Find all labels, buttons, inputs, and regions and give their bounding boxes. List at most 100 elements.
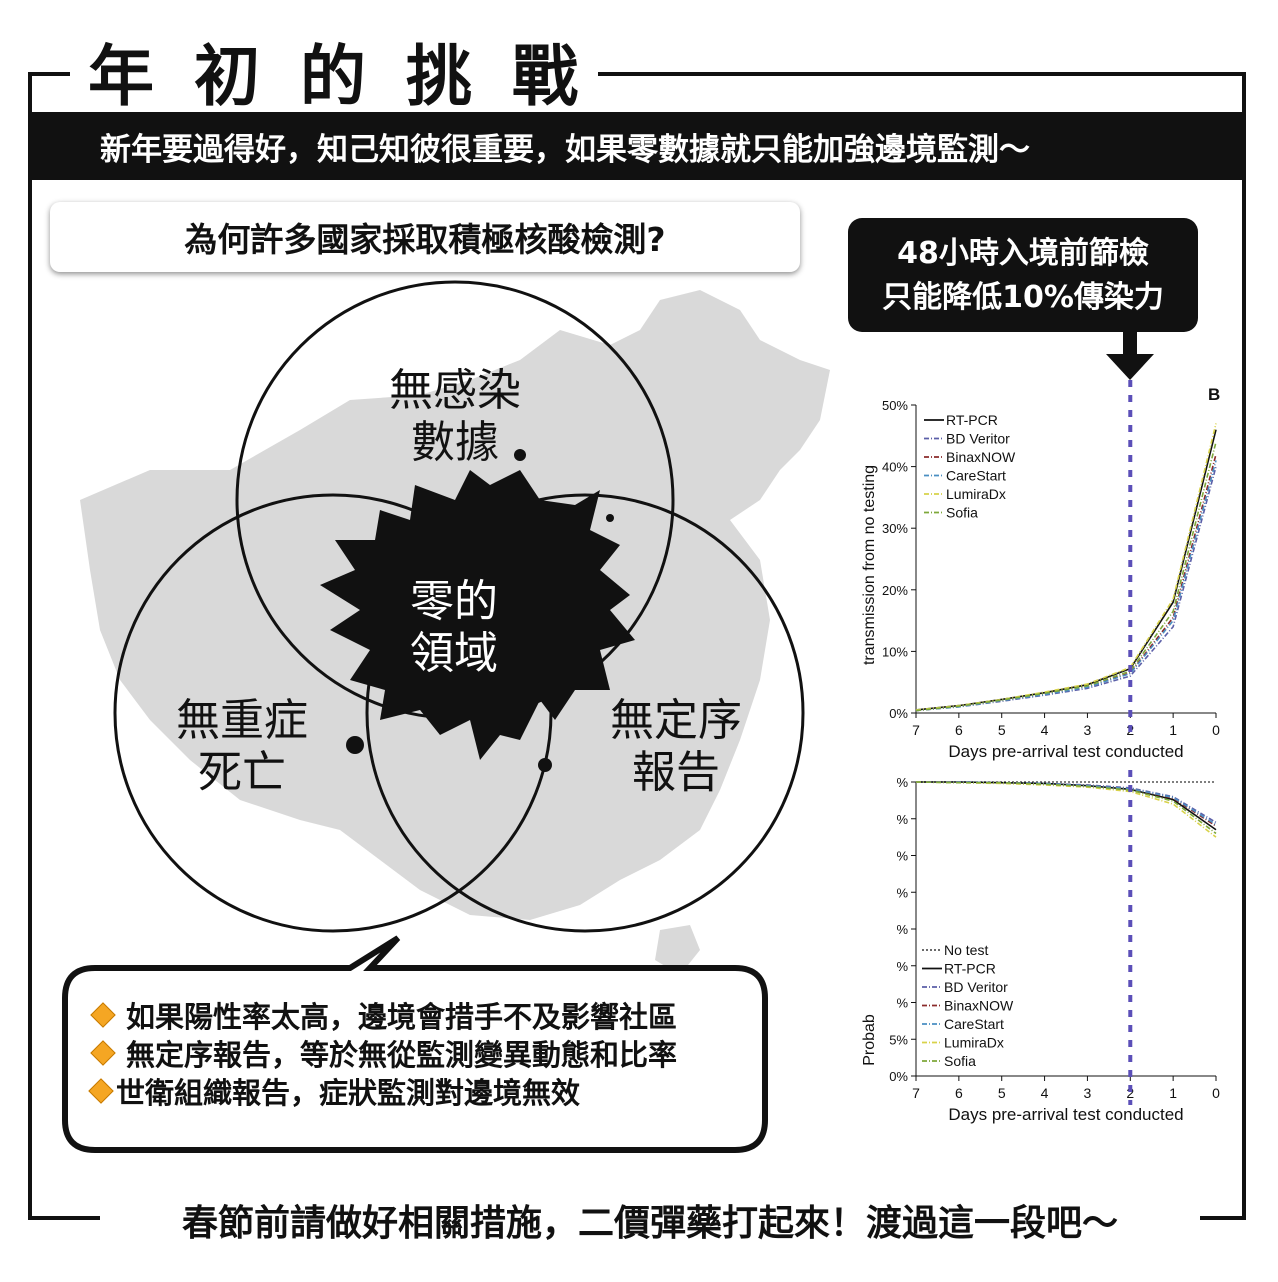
callout-box: 48小時入境前篩檢 只能降低10%傳染力 [848,218,1198,332]
callout-line: 只能降低10%傳染力 [882,280,1164,315]
ink-drop [606,514,614,522]
venn-label-right: 無定序 報告 [566,695,786,799]
y-tick-label: 0% [889,1069,908,1084]
y-tick-label: % [896,812,908,827]
bullet-list: 如果陽性率太高，邊境會措手不及影響社區 無定序報告，等於無從監測變異動態和比率 … [82,996,752,1110]
x-tick-label: 3 [1084,1085,1092,1101]
series-line [915,781,1217,838]
legend-label: CareStart [946,468,1006,484]
x-axis-label: Days pre-arrival test conducted [948,742,1183,761]
y-tick-label: % [896,775,908,790]
question-box: 為何許多國家採取積極核酸檢測? [50,202,800,272]
arrow-stem [1123,332,1137,356]
y-tick-label: 20% [882,583,908,598]
legend-label: RT-PCR [944,961,996,977]
list-item: 無定序報告，等於無從監測變異動態和比率 [82,1034,752,1072]
series-line [916,781,1217,831]
footer-text: 春節前請做好相關措施，二價彈藥打起來！渡過這一段吧～ [163,1194,1136,1246]
legend-label: No test [944,942,988,958]
x-tick-label: 3 [1084,722,1092,738]
legend-label: Sofia [944,1053,976,1069]
legend-label: BD Veritor [944,979,1008,995]
series-line [915,466,1217,712]
y-tick-label: % [896,849,908,864]
down-arrow-icon [1106,354,1154,380]
legend-label: LumiraDx [946,486,1006,502]
x-tick-label: 5 [998,722,1006,738]
venn-circle-right [365,493,805,933]
venn-label-line: 數據 [411,417,499,468]
series-line [916,781,1217,824]
y-tick-label: % [896,885,908,900]
venn-label-center: 零的 領域 [344,576,564,680]
y-tick-label: % [896,922,908,937]
ink-splash [320,470,635,760]
legend-label: BD Veritor [946,431,1010,447]
island-shape [655,925,700,975]
title-char: 初 [194,38,262,115]
series-line [915,423,1217,711]
y-axis-label: Probab [861,1014,878,1066]
venn-label-line: 死亡 [198,747,286,798]
y-tick-label: 5% [889,1032,908,1047]
x-tick-label: 0 [1212,722,1220,738]
x-tick-label: 7 [912,722,920,738]
panel-label: B [1208,385,1220,404]
legend-label: Sofia [946,505,978,521]
venn-label-line: 零的 [410,576,498,627]
venn-label-line: 無定序 [610,695,742,746]
subtitle-banner: 新年要過得好，知己知彼很重要，如果零數據就只能加強邊境監測～ [32,112,1242,180]
venn-label-line: 無感染 [389,365,521,416]
banner-text: 新年要過得好，知己知彼很重要，如果零數據就只能加強邊境監測～ [100,131,1030,168]
speech-bubble [62,935,768,1153]
page-title: 年 初 的 挑 戰 [70,28,598,115]
question-text: 為何許多國家採取積極核酸檢測? [184,220,666,259]
title-char: 挑 [406,38,474,115]
list-item-text: 世衛組織報告，症狀監測對邊境無效 [116,1076,581,1110]
legend-label: CareStart [944,1016,1004,1032]
orange-diamond-icon [90,1040,116,1066]
y-tick-label: 30% [882,521,908,536]
ink-drop [346,736,364,754]
title-char: 的 [300,38,368,115]
legend-label: BinaxNOW [946,449,1016,465]
x-tick-label: 7 [912,1085,920,1101]
x-tick-label: 4 [1041,722,1049,738]
y-tick-label: % [896,996,908,1011]
ink-drop [538,758,552,772]
x-tick-label: 6 [955,1085,963,1101]
x-tick-label: 1 [1169,1085,1177,1101]
title-char: 戰 [512,38,580,115]
series-line [915,781,1217,835]
orange-diamond-icon [90,1002,116,1028]
x-tick-label: 6 [955,722,963,738]
x-axis-label: Days pre-arrival test conducted [948,1105,1183,1124]
venn-label-line: 領域 [410,628,498,679]
title-char: 年 [88,38,156,115]
list-item: 世衛組織報告，症狀監測對邊境無效 [82,1072,752,1110]
x-tick-label: 0 [1212,1085,1220,1101]
list-item-text: 無定序報告，等於無從監測變異動態和比率 [126,1038,678,1072]
x-tick-label: 2 [1126,1085,1134,1101]
legend-label: LumiraDx [944,1035,1004,1051]
y-tick-label: 50% [882,398,908,413]
legend-label: BinaxNOW [944,998,1014,1014]
y-tick-label: 10% [882,644,908,659]
y-tick-label: 40% [882,460,908,475]
series-line [916,781,1217,826]
callout-line: 48小時入境前篩檢 [897,236,1149,271]
series-line [915,441,1217,712]
venn-label-line: 報告 [632,747,720,798]
venn-label-line: 無重症 [176,695,308,746]
y-axis-label: transmission from no testing [861,465,878,665]
orange-diamond-icon [88,1078,114,1104]
venn-label-left: 無重症 死亡 [132,695,352,799]
list-item-text: 如果陽性率太高，邊境會措手不及影響社區 [126,1000,678,1034]
x-tick-label: 5 [998,1085,1006,1101]
y-tick-label: % [896,959,908,974]
y-tick-label: 0% [889,706,908,721]
list-item: 如果陽性率太高，邊境會措手不及影響社區 [82,996,752,1034]
ink-drop [514,449,526,461]
